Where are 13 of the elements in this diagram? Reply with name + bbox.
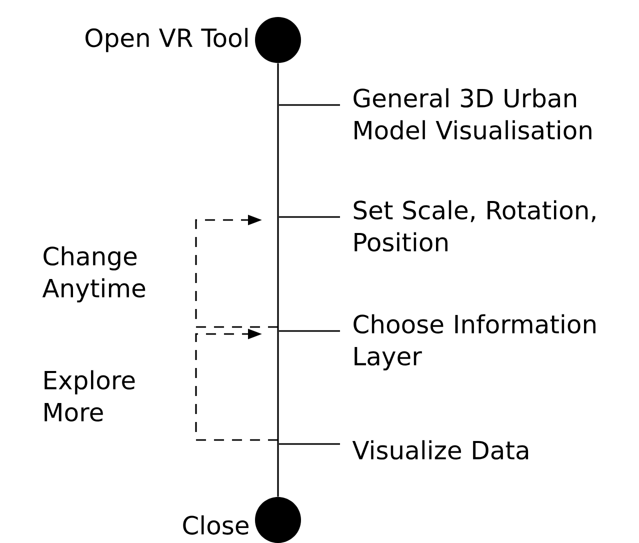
circle-marker [255, 17, 301, 63]
step-label: Close [183, 515, 248, 535]
step-label: Visualize Data [352, 440, 528, 460]
loop-label: Change Anytime [42, 246, 146, 302]
step-label: Set Scale, Rotation, Position [354, 200, 596, 252]
step-label: Open VR Tool [86, 28, 248, 52]
loop-label: Explore More [44, 370, 135, 422]
circle-marker [255, 497, 301, 543]
dashed-arrow [195, 328, 278, 441]
step-label: General 3D Urban Model Visualisation [354, 88, 592, 140]
step-label: Choose Information Layer [354, 314, 596, 370]
timeline-line [277, 63, 279, 497]
dashed-arrow [195, 214, 278, 328]
